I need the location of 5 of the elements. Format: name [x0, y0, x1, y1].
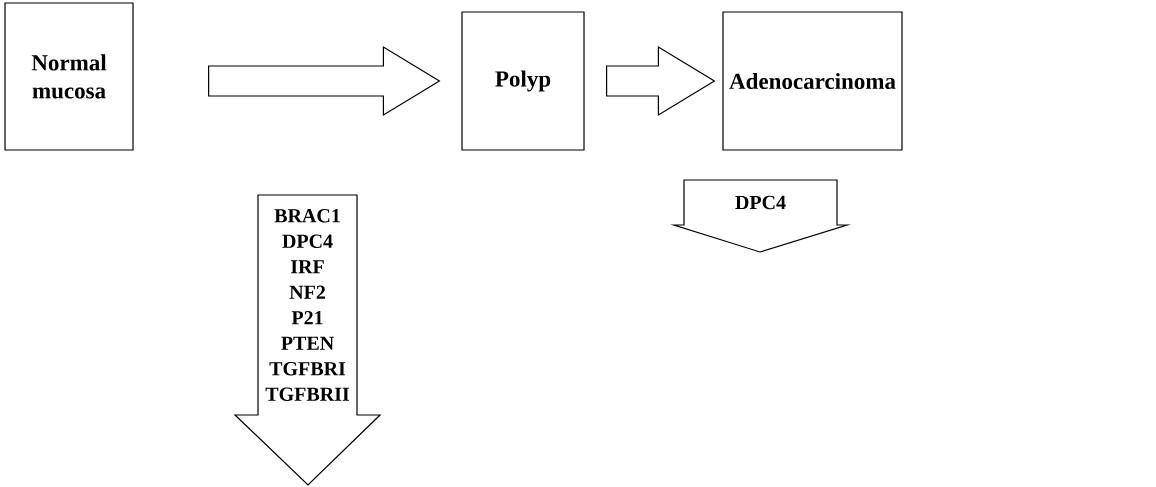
- stage-box: Adenocarcinoma: [722, 11, 903, 151]
- stage-box: Normal mucosa: [4, 2, 134, 151]
- block-arrow: [606, 45, 716, 117]
- block-arrow: [208, 45, 441, 117]
- stage-box: Polyp: [461, 11, 585, 151]
